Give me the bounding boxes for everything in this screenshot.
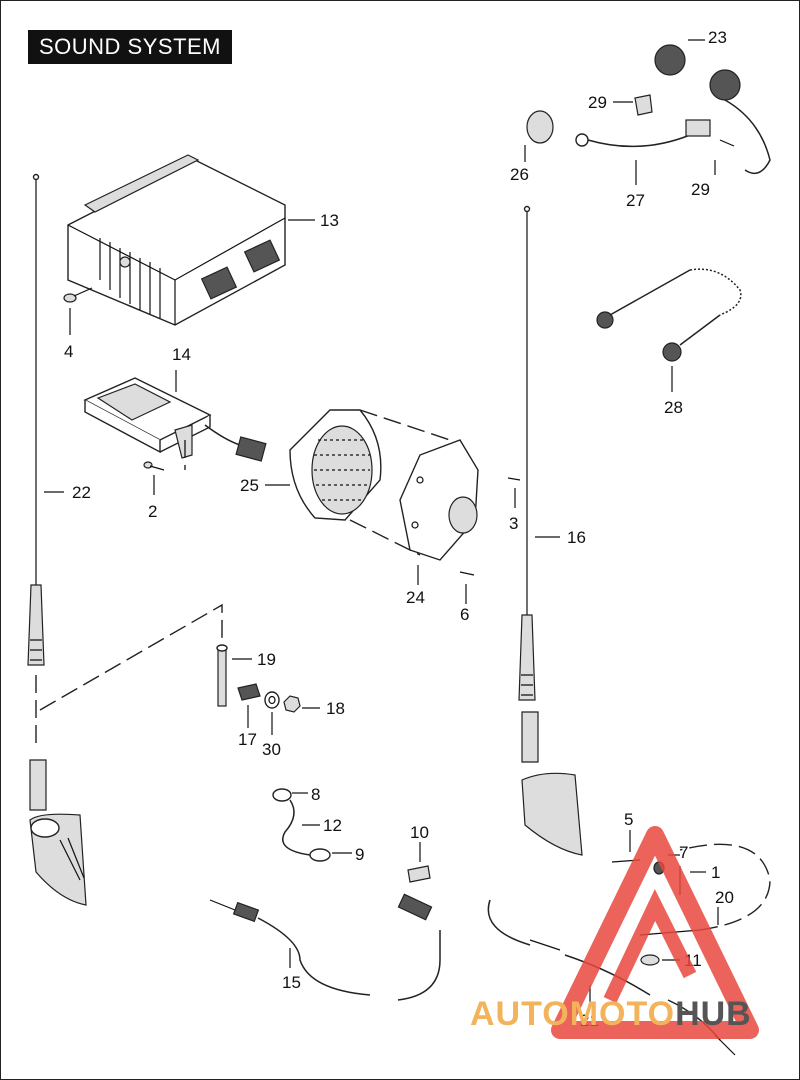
callout-28: 28 — [664, 398, 683, 417]
nut-18 — [283, 695, 301, 713]
screw-2 — [143, 461, 165, 471]
callout-29-screw: 29 — [691, 180, 710, 199]
speaker-grille — [289, 409, 382, 521]
screw-4 — [63, 287, 93, 303]
callout-27: 27 — [626, 191, 645, 210]
callout-1: 1 — [711, 863, 720, 882]
callout-23: 23 — [708, 28, 727, 47]
amplifier-module — [83, 377, 267, 462]
antenna-mast-right — [518, 205, 536, 701]
callout-10: 10 — [410, 823, 429, 842]
watermark-text: AUTOMOTOHUB — [470, 995, 752, 1034]
callout-4: 4 — [64, 342, 73, 361]
stud-19 — [216, 644, 228, 707]
antenna-base-left — [29, 759, 87, 906]
ground-strap — [272, 788, 331, 862]
watermark-text-accent: HUB — [675, 995, 752, 1033]
callout-2: 2 — [148, 502, 157, 521]
callout-14: 14 — [172, 345, 191, 364]
boom-mic — [575, 119, 711, 148]
callout-6: 6 — [460, 605, 469, 624]
callout-8: 8 — [311, 785, 320, 804]
callout-22: 22 — [72, 483, 91, 502]
callout-16: 16 — [567, 528, 586, 547]
callout-18: 18 — [326, 699, 345, 718]
callout-3: 3 — [509, 514, 518, 533]
callout-29-clip: 29 — [588, 93, 607, 112]
radio-unit — [67, 154, 286, 326]
callout-7: 7 — [679, 843, 688, 862]
callout-13: 13 — [320, 211, 339, 230]
clip-10 — [407, 865, 431, 883]
callout-5: 5 — [624, 810, 633, 829]
intercom-cable-28 — [596, 268, 742, 362]
callout-12: 12 — [323, 816, 342, 835]
callout-26: 26 — [510, 165, 529, 184]
callout-25: 25 — [240, 476, 259, 495]
washer-30 — [264, 691, 280, 709]
headset-earphones — [654, 44, 771, 175]
callout-9: 9 — [355, 845, 364, 864]
callout-24: 24 — [406, 588, 425, 607]
watermark-text-main: AUTOMOTO — [470, 995, 676, 1033]
adapter-17 — [237, 683, 261, 701]
callout-15: 15 — [282, 973, 301, 992]
callout-20: 20 — [715, 888, 734, 907]
antenna-mast-left — [27, 173, 45, 666]
mic-foam — [526, 110, 554, 144]
antenna-base-right — [521, 711, 583, 856]
speaker-bracket — [399, 439, 479, 561]
page-title: SOUND SYSTEM — [28, 30, 232, 64]
callout-19: 19 — [257, 650, 276, 669]
callout-30: 30 — [262, 740, 281, 759]
callout-17: 17 — [238, 730, 257, 749]
watermark-logo — [551, 826, 759, 1039]
antenna-cable-15 — [209, 893, 441, 1001]
